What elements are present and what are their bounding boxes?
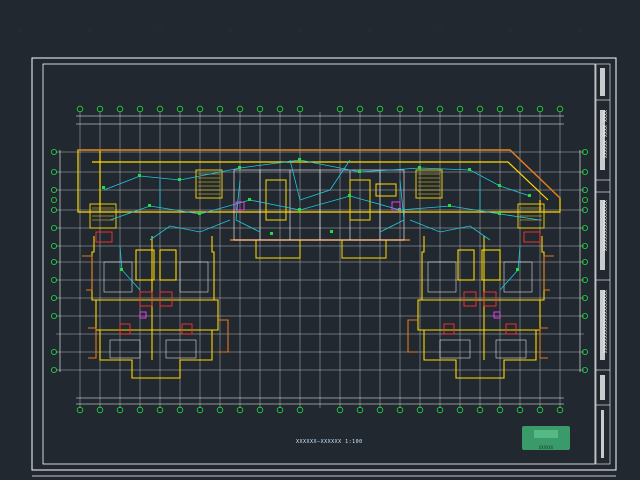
left-unit-orange (82, 255, 229, 359)
axis-bubbles-left (51, 148, 58, 373)
stair-treads (92, 173, 542, 221)
right-unit-orange (407, 255, 554, 359)
electrical-devices (102, 158, 531, 271)
stair-cores (89, 169, 545, 229)
title-block-line1: XXXX XXXX XXXXXX (601, 110, 607, 159)
section-markers (139, 201, 501, 319)
title-block-text-marks (600, 68, 605, 458)
axis-bubbles-top (76, 105, 564, 113)
stamp-label: XXXXXX (538, 445, 554, 450)
corridor-block (77, 149, 561, 213)
central-yellow-walls (255, 179, 397, 259)
central-rooms (233, 169, 405, 241)
electrical-wiring (103, 159, 541, 291)
title-block (595, 63, 611, 465)
inner-frame (42, 63, 596, 465)
drawing-caption: XXXXXX—XXXXXX 1:100 (296, 439, 363, 445)
outer-frame (31, 57, 617, 471)
right-unit-block (417, 236, 545, 379)
background-dot-grid (19, 29, 581, 31)
left-unit-block (91, 236, 219, 379)
axis-bubbles-bottom (76, 406, 564, 414)
left-unit-white-interior (103, 261, 209, 359)
left-unit-red-fixtures (95, 231, 193, 335)
title-block-line3: XXXXXXXXXXXXXXXXXXXXX (601, 290, 607, 354)
dimension-lines (59, 115, 581, 405)
axis-bubbles-right (582, 148, 589, 373)
right-unit-red-fixtures (443, 231, 541, 335)
right-unit-white-interior (427, 261, 533, 359)
title-block-line2: XXXXXXXXXXXXXXXXX (601, 200, 607, 252)
